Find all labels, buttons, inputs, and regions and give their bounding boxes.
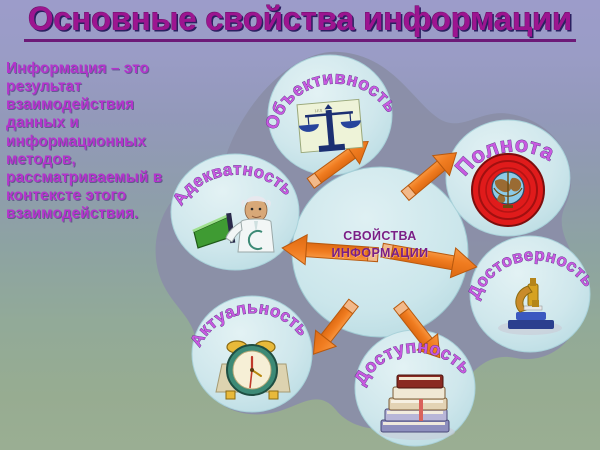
center-label-line2: ИНФОРМАЦИИ xyxy=(331,245,429,260)
definition-text: Информация – это результат взаимодействи… xyxy=(6,60,163,222)
alarm-clock-icon xyxy=(215,340,291,400)
scales-icon: LEX xyxy=(296,98,364,154)
page-title-container: Основные свойства информации xyxy=(0,1,600,42)
arrow-to-relevance xyxy=(312,298,359,355)
arrow-to-completeness xyxy=(400,152,458,202)
center-node-label: СВОЙСТВА ИНФОРМАЦИИ xyxy=(310,228,450,262)
arrow-to-adequacy xyxy=(281,233,379,266)
books-icon xyxy=(379,374,455,440)
scientist-icon xyxy=(192,196,275,253)
center-label-line1: СВОЙСТВА xyxy=(343,229,417,243)
svg-text:LEX: LEX xyxy=(314,108,322,114)
arrow-to-reliability xyxy=(380,242,478,279)
globe-icon xyxy=(471,153,545,227)
page-title: Основные свойства информации xyxy=(24,1,576,42)
microscope-icon xyxy=(498,278,562,335)
arrow-to-accessibility xyxy=(393,300,441,359)
